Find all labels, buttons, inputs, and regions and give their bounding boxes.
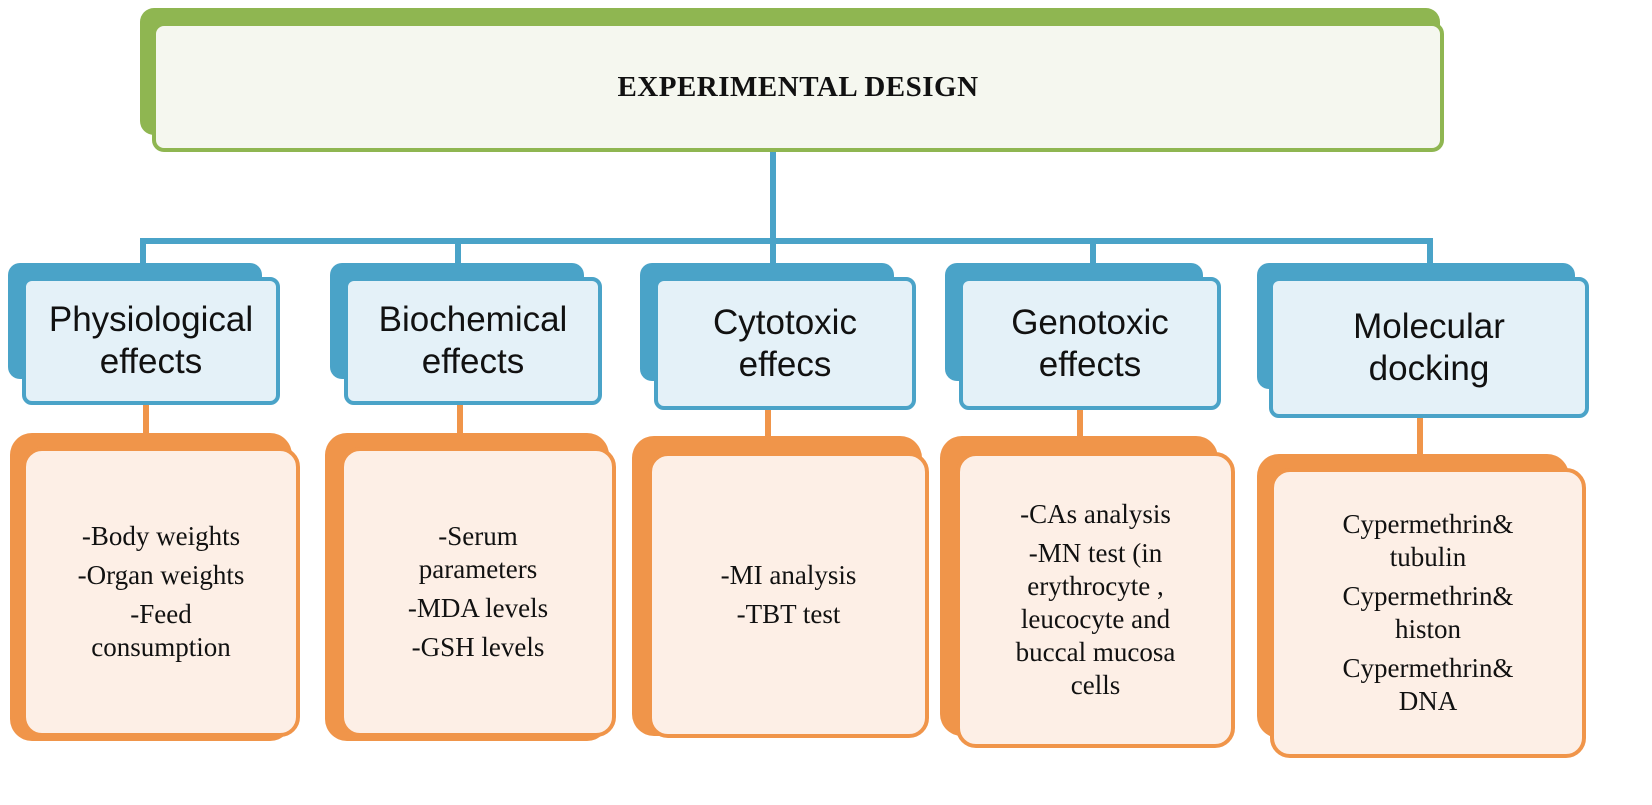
detail-item: -MI analysis — [720, 560, 857, 590]
connector-horizontal — [140, 238, 1433, 244]
category-box-physiological: Physiological effects — [22, 277, 280, 405]
detail-box-physiological: -Body weights -Organ weights -Feed consu… — [22, 447, 300, 737]
connector-orange-4 — [1077, 410, 1083, 438]
connector-drop-1 — [140, 238, 146, 264]
category-box-molecular: Molecular docking — [1269, 277, 1589, 418]
detail-item: -CAs analysis — [1020, 499, 1171, 529]
connector-drop-2 — [455, 238, 461, 264]
detail-item: -MN test (in erythrocyte , leucocyte and… — [1015, 538, 1176, 700]
detail-box-biochemical: -Serum parameters -MDA levels -GSH level… — [340, 447, 616, 737]
diagram-title: EXPERIMENTAL DESIGN — [617, 70, 979, 103]
category-label: Physiological effects — [48, 300, 254, 381]
detail-item: -TBT test — [736, 599, 841, 629]
detail-item: Cypermethrin& histon — [1342, 581, 1514, 644]
category-label: Molecular docking — [1353, 306, 1505, 388]
connector-orange-3 — [765, 410, 771, 438]
connector-trunk — [770, 152, 776, 242]
connector-drop-3 — [770, 238, 776, 264]
detail-item: -MDA levels — [407, 593, 549, 623]
category-label: Genotoxic effects — [1011, 302, 1169, 384]
category-box-biochemical: Biochemical effects — [344, 277, 602, 405]
detail-item: -Feed consumption — [91, 599, 231, 662]
detail-item: -GSH levels — [411, 632, 545, 662]
detail-box-cytotoxic: -MI analysis -TBT test — [648, 452, 929, 738]
connector-orange-1 — [143, 405, 149, 435]
category-box-genotoxic: Genotoxic effects — [959, 277, 1221, 410]
connector-drop-4 — [1090, 238, 1096, 264]
detail-box-molecular: Cypermethrin& tubulin Cypermethrin& hist… — [1270, 468, 1586, 758]
connector-drop-5 — [1427, 238, 1433, 264]
detail-box-genotoxic: -CAs analysis -MN test (in erythrocyte ,… — [956, 452, 1235, 748]
detail-item: -Organ weights — [77, 560, 245, 590]
connector-orange-5 — [1417, 418, 1423, 456]
detail-item: Cypermethrin& tubulin — [1342, 509, 1514, 572]
title-box: EXPERIMENTAL DESIGN — [152, 22, 1444, 152]
detail-item: -Serum parameters — [418, 521, 538, 584]
category-label: Cytotoxic effecs — [713, 302, 857, 384]
detail-item: -Body weights — [81, 521, 241, 551]
detail-item: Cypermethrin& DNA — [1342, 653, 1514, 716]
category-box-cytotoxic: Cytotoxic effecs — [654, 277, 916, 410]
connector-orange-2 — [457, 405, 463, 435]
category-label: Biochemical effects — [378, 300, 568, 381]
